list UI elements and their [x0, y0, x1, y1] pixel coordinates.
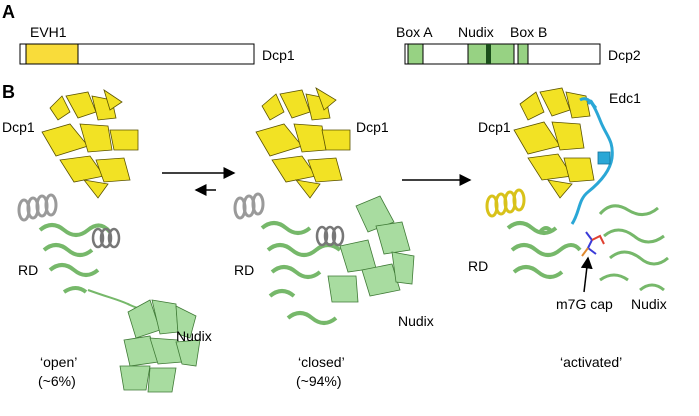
panel-a-label: A — [2, 2, 15, 22]
cap-label: m7G cap — [556, 296, 613, 312]
closed-dcp1-helix — [233, 192, 265, 220]
panel-b-label: B — [2, 82, 15, 102]
cap-pointer-arrow — [580, 256, 593, 293]
activated-rd-label: RD — [468, 258, 489, 274]
activated-rd-domain — [506, 221, 582, 279]
closed-rd-label: RD — [234, 262, 255, 278]
edc1-label: Edc1 — [609, 90, 641, 106]
open-rd-domain — [38, 223, 112, 294]
evh1-label: EVH1 — [30, 24, 67, 40]
closed-rd-helix-grey — [315, 225, 345, 247]
closed-state-label: ‘closed’ — [298, 354, 345, 370]
dcp2-schematic-label: Dcp2 — [608, 47, 641, 63]
box-b-label: Box B — [510, 24, 548, 40]
activated-nudix-domain — [598, 204, 669, 292]
activated-state-structure — [485, 87, 669, 293]
open-state-label: ‘open’ — [40, 354, 78, 370]
edc1-helix-segment — [597, 151, 611, 165]
open-dcp1-structure — [41, 89, 139, 199]
dcp2-box-a — [407, 43, 424, 65]
dcp1-evh1-domain — [25, 43, 79, 65]
edc1-peptide — [570, 97, 614, 225]
closed-state-structure — [233, 87, 415, 325]
closed-nudix-label: Nudix — [398, 313, 434, 329]
closed-nudix-domain — [327, 195, 415, 303]
activated-nudix-label: Nudix — [631, 296, 667, 312]
open-nudix-label: Nudix — [176, 328, 212, 344]
closed-rd-domain — [260, 221, 342, 325]
closed-percent-label: (~94%) — [296, 373, 342, 389]
open-dcp1-helix — [17, 193, 58, 222]
dcp2-nudix-motif — [486, 44, 491, 64]
activated-dcp1-label: Dcp1 — [478, 119, 511, 135]
closed-dcp1-structure — [255, 87, 351, 199]
closed-dcp1-label: Dcp1 — [356, 119, 389, 135]
activated-dcp1-structure — [513, 87, 595, 199]
open-state-structure — [17, 89, 201, 393]
open-dcp1-label: Dcp1 — [2, 119, 35, 135]
open-percent-label: (~6%) — [38, 373, 76, 389]
m7g-cap-molecule — [581, 231, 605, 257]
dcp2-box-b — [517, 43, 529, 65]
open-rd-label: RD — [18, 262, 39, 278]
open-rd-helix-grey — [91, 227, 121, 249]
nudix-label: Nudix — [458, 24, 494, 40]
open-nudix-domain — [119, 299, 201, 393]
dcp1-schematic-label: Dcp1 — [262, 47, 295, 63]
activated-state-label: ‘activated’ — [560, 354, 623, 370]
box-a-label: Box A — [396, 24, 433, 40]
activated-dcp1-helix — [485, 188, 526, 218]
